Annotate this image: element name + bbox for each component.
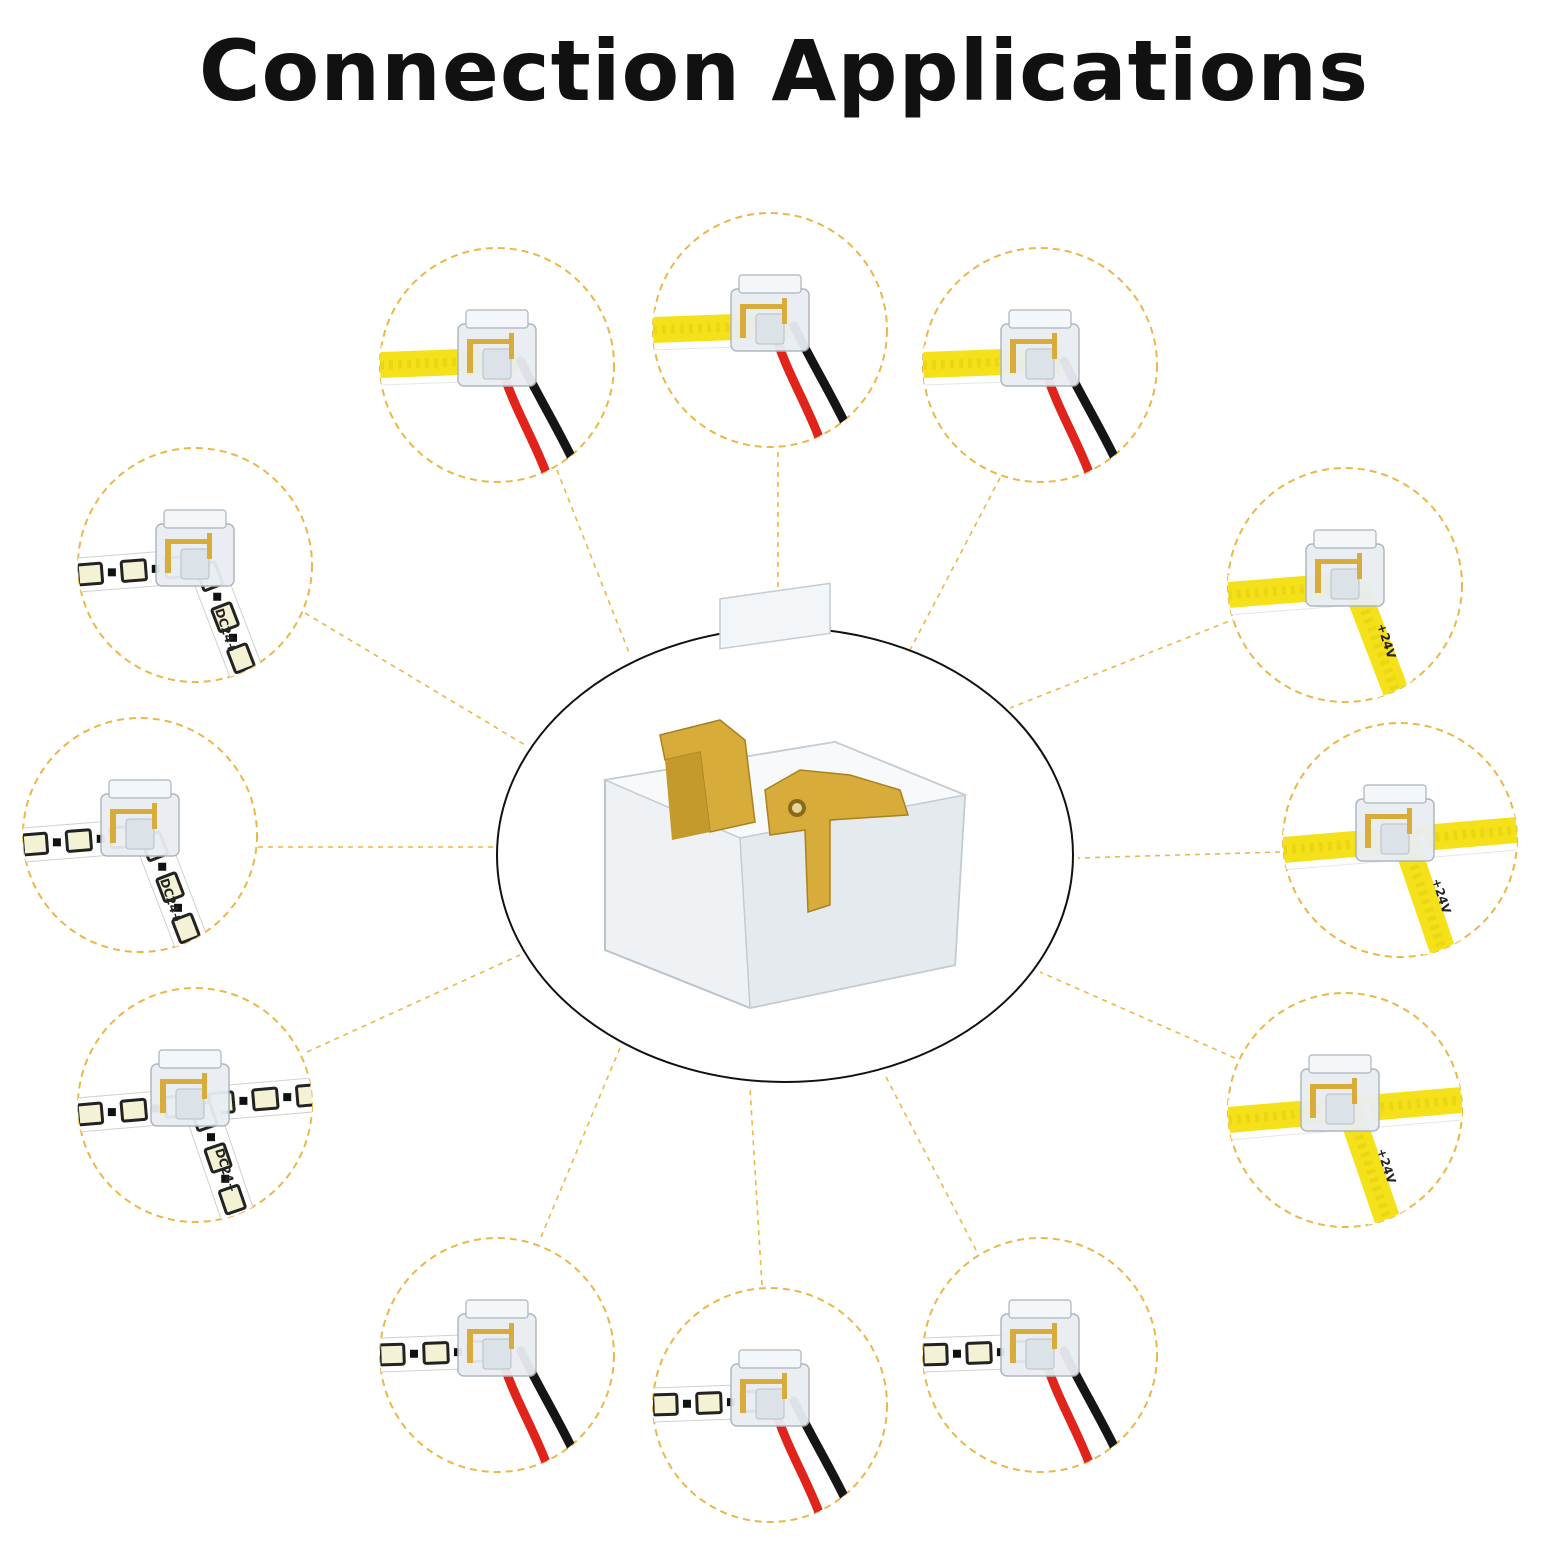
connector-line	[540, 1047, 621, 1238]
app-smd-to-wire-bottom	[652, 1287, 888, 1523]
connector-lines	[258, 432, 1281, 1286]
connector-line	[1009, 617, 1238, 709]
connector-line	[909, 477, 1001, 651]
connector-line	[556, 469, 631, 656]
application-illustration	[653, 1349, 857, 1520]
application-illustration: +24V	[1228, 1054, 1462, 1227]
app-cob-l-shape-right: +24V	[1227, 467, 1463, 703]
center-connector	[496, 582, 1074, 1083]
application-illustration: +24V	[1228, 529, 1419, 702]
connector-line	[749, 1087, 763, 1286]
app-smd-t-shape-left: DC24+	[77, 987, 313, 1223]
application-illustration: DC24+	[78, 509, 267, 682]
app-cob-to-wire-top-left	[379, 247, 615, 483]
app-smd-to-wire-bottom-right	[922, 1237, 1158, 1473]
app-smd-l-shape-left: DC24+	[22, 717, 258, 953]
application-illustration	[380, 1299, 584, 1470]
app-smd-l-shape-top-left: DC24+	[77, 447, 313, 683]
app-cob-to-wire-top-right	[922, 247, 1158, 483]
application-illustration: DC24+	[23, 779, 212, 952]
page-title: Connection Applications	[198, 22, 1370, 120]
application-illustration	[923, 1299, 1127, 1470]
app-cob-t-shape-right: +24V	[1282, 722, 1518, 958]
application-illustration: +24V	[1283, 784, 1517, 957]
connector-line	[1039, 971, 1236, 1059]
application-circles: +24V +24V +24V DC24+ DC24+ DC24+	[22, 212, 1518, 1523]
gold-contact-connector-icon	[602, 582, 968, 1010]
application-illustration	[923, 309, 1127, 480]
connector-line	[1077, 851, 1281, 859]
connector-line	[306, 954, 521, 1053]
connector-line	[304, 612, 526, 746]
app-cob-t-shape-bottom-right: +24V	[1227, 992, 1463, 1228]
app-smd-to-wire-bottom-left	[379, 1237, 615, 1473]
connector-line	[884, 1074, 977, 1251]
app-cob-to-wire-top	[652, 212, 888, 448]
application-illustration	[653, 274, 857, 445]
